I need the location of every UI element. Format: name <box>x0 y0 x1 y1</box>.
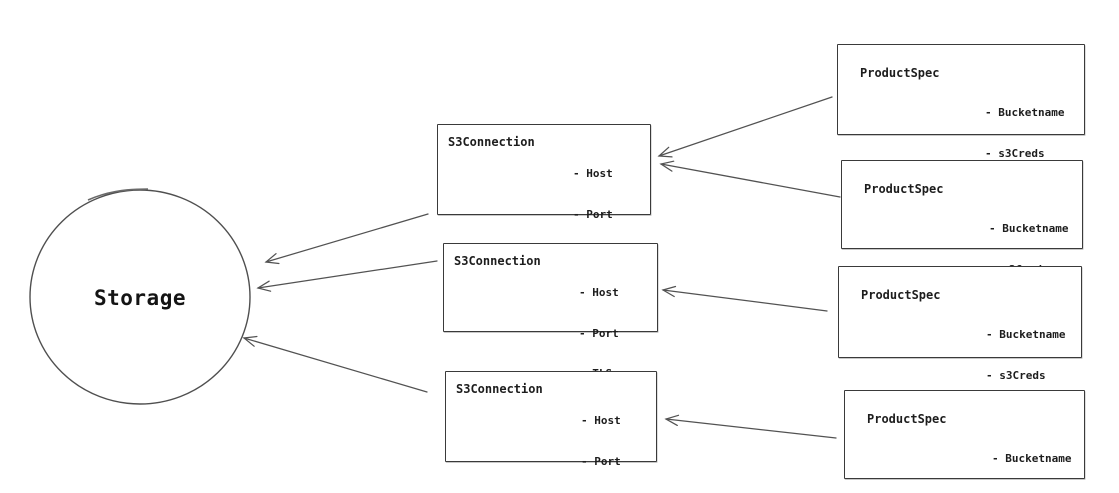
node-title: S3Connection <box>448 135 535 149</box>
node-attributes: - Bucketname - s3Creds <box>986 301 1065 409</box>
attribute: - Bucketname <box>985 106 1065 119</box>
edge-s3-connection-1-to-storage[interactable] <box>264 213 429 265</box>
node-title: ProductSpec <box>864 182 944 196</box>
attribute: - Host <box>573 167 613 180</box>
node-title: S3Connection <box>456 382 543 396</box>
node-title: ProductSpec <box>867 412 947 426</box>
s3-connection-node-2[interactable]: S3Connection - Host - Port - TLS <box>443 243 658 380</box>
node-title: ProductSpec <box>860 66 940 80</box>
node-attributes: - Host - Port - TLS <box>581 387 621 493</box>
node-title: ProductSpec <box>861 288 941 302</box>
attribute: - Host <box>581 414 621 427</box>
product-spec-node-3[interactable]: ProductSpec - Bucketname - s3Creds <box>838 266 1082 382</box>
edge-product-spec-2-to-s3-connection-1[interactable] <box>659 160 841 198</box>
attribute: - Port <box>579 326 619 340</box>
edge-product-spec-4-to-s3-connection-3[interactable] <box>664 414 837 439</box>
attribute: - Bucketname <box>989 222 1069 235</box>
s3-connection-node-3[interactable]: S3Connection - Host - Port - TLS <box>445 371 657 468</box>
attribute: - Bucketname <box>986 328 1066 341</box>
attribute: - Host <box>579 286 619 299</box>
storage-circle-sketch-stroke <box>87 188 149 201</box>
edge-s3-connection-2-to-storage[interactable] <box>256 260 438 292</box>
node-attributes: - Bucketname - s3Creds <box>985 79 1064 187</box>
product-spec-node-4[interactable]: ProductSpec - Bucketname - s3Creds <box>844 390 1085 493</box>
storage-circle[interactable] <box>29 189 251 405</box>
attribute: - Bucketname <box>992 452 1072 465</box>
product-spec-node-2[interactable]: ProductSpec - Bucketname - s3Creds <box>841 160 1083 276</box>
edge-product-spec-3-to-s3-connection-2[interactable] <box>661 285 828 312</box>
edge-product-spec-1-to-s3-connection-1[interactable] <box>657 96 833 158</box>
attribute: - s3Creds <box>985 146 1045 160</box>
s3-connection-node-1[interactable]: S3Connection - Host - Port - TLS <box>437 124 651 261</box>
node-attributes: - Bucketname - s3Creds <box>992 425 1071 493</box>
storage-node-label: Storage <box>93 286 186 310</box>
attribute: - Port <box>573 207 613 221</box>
product-spec-node-1[interactable]: ProductSpec - Bucketname - s3Creds <box>837 44 1085 160</box>
attribute: - Port <box>581 454 621 468</box>
attribute: - s3Creds <box>986 368 1046 382</box>
node-title: S3Connection <box>454 254 541 268</box>
edge-s3-connection-3-to-storage[interactable] <box>242 335 428 393</box>
